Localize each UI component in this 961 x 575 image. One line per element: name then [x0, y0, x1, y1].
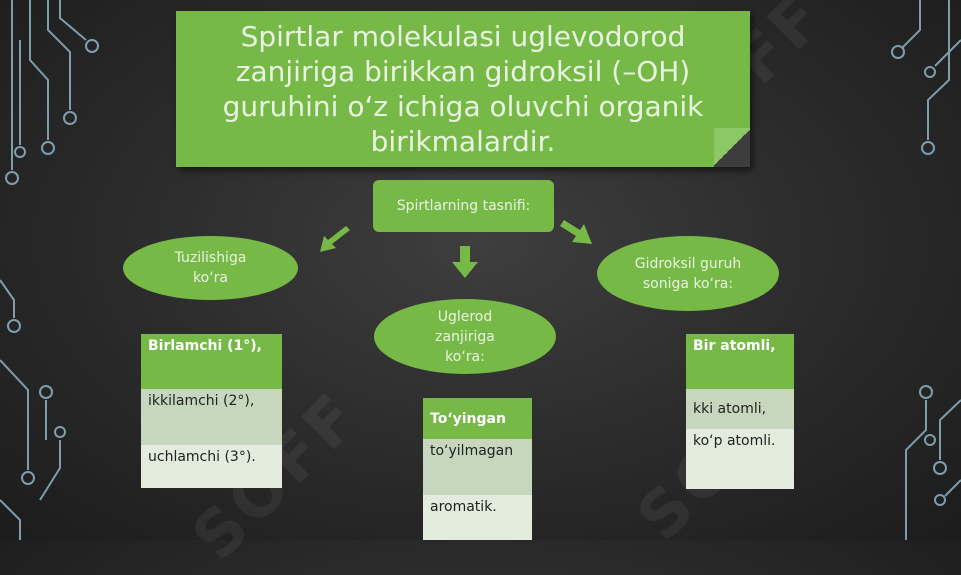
ellipse-structure: Tuzilishiga ko‘ra [123, 236, 298, 300]
ellipse-hydroxyl-count-label: Gidroksil guruh soniga ko‘ra: [634, 255, 742, 292]
arrow-right-icon [560, 220, 592, 244]
arrow-left-icon [320, 226, 350, 252]
page-curl [714, 128, 750, 167]
circuit-decoration [0, 0, 961, 540]
table-row: aromatik. [423, 495, 532, 540]
table-row: uchlamchi (3°). [141, 445, 282, 488]
arrow-down-icon [452, 246, 478, 278]
classification-box: Spirtlarning tasnifi: [373, 180, 554, 232]
table-carbon-chain-header: To‘yingan [423, 398, 532, 439]
ellipse-carbon-chain: Uglerod zanjiriga ko‘ra: [374, 299, 556, 374]
title-banner: Spirtlar molekulasi uglevodorod zanjirig… [176, 11, 750, 167]
table-hydroxyl-count: Bir atomli, kki atomli, ko‘p atomli. [686, 334, 794, 489]
classification-label: Spirtlarning tasnifi: [396, 198, 531, 214]
table-row: kki atomli, [686, 389, 794, 429]
table-hydroxyl-count-header: Bir atomli, [686, 334, 794, 389]
table-structure-header: Birlamchi (1°), [141, 334, 282, 389]
table-carbon-chain: To‘yingan to‘yilmagan aromatik. [423, 398, 532, 540]
table-row: to‘yilmagan [423, 439, 532, 495]
ellipse-carbon-chain-label: Uglerod zanjiriga ko‘ra: [435, 308, 495, 365]
ellipse-hydroxyl-count: Gidroksil guruh soniga ko‘ra: [597, 236, 779, 311]
table-row: ko‘p atomli. [686, 429, 794, 489]
ellipse-structure-label: Tuzilishiga ko‘ra [174, 250, 247, 286]
table-row: ikkilamchi (2°), [141, 389, 282, 445]
title-text: Spirtlar molekulasi uglevodorod zanjirig… [222, 20, 704, 158]
table-structure: Birlamchi (1°), ikkilamchi (2°), uchlamc… [141, 334, 282, 488]
